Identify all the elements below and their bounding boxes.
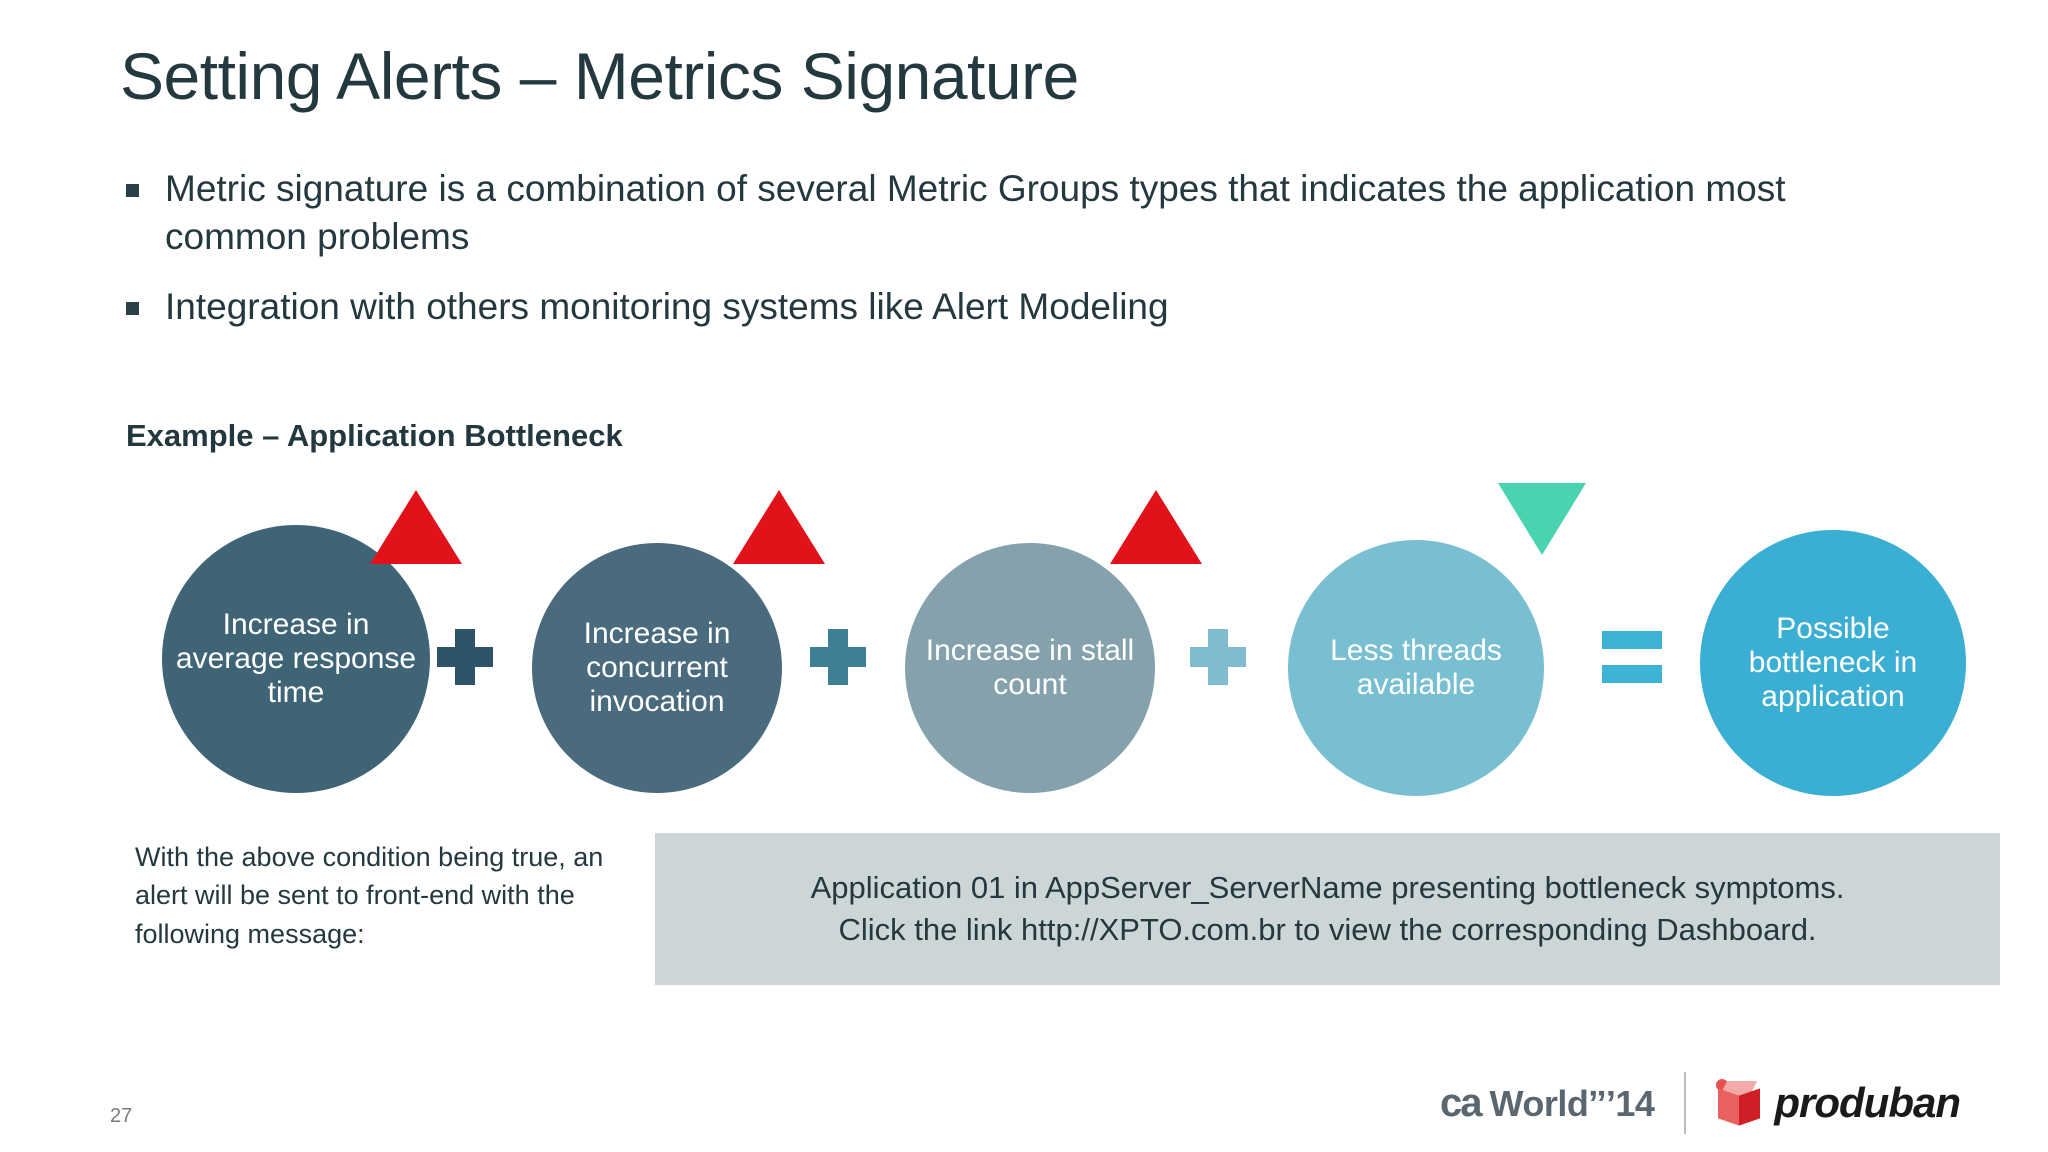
diagram-node-stall-count: Increase in stall count	[905, 543, 1155, 793]
diagram-node-label: Increase in concurrent invocation	[583, 616, 731, 719]
produban-wordmark: produban	[1774, 1079, 1961, 1126]
bullet-text: Metric signature is a combination of sev…	[165, 168, 1786, 258]
alert-message-line-2: Click the link http://XPTO.com.br to vie…	[838, 912, 1817, 947]
produban-logo: produban	[1716, 1079, 1961, 1127]
example-heading: Example – Application Bottleneck	[126, 418, 623, 453]
diagram-node-label: Increase in average response time	[175, 607, 417, 710]
produban-cube-icon	[1716, 1079, 1762, 1127]
operator-plus-3	[1190, 629, 1246, 685]
increase-indicator-icon	[733, 490, 825, 564]
list-item: Integration with others monitoring syste…	[126, 283, 1916, 331]
page-title: Setting Alerts – Metrics Signature	[120, 39, 1079, 113]
operator-plus-2	[810, 629, 866, 685]
alert-message-box: Application 01 in AppServer_ServerName p…	[655, 833, 2000, 985]
diagram-node-label: Less threads available	[1330, 633, 1502, 701]
alert-note-text: With the above condition being true, an …	[135, 842, 604, 949]
bullet-marker-icon	[126, 302, 139, 316]
list-item: Metric signature is a combination of sev…	[126, 165, 1916, 261]
ca-logo-mark: ca	[1440, 1080, 1482, 1125]
ca-world-text: Worldˮ’14	[1489, 1082, 1655, 1124]
alert-message-content: Application 01 in AppServer_ServerName p…	[785, 867, 1871, 950]
diagram-node-label: Possible bottleneck in application	[1748, 611, 1918, 714]
increase-indicator-icon	[370, 490, 462, 564]
diagram-node-less-threads: Less threads available	[1288, 540, 1544, 796]
page-number: 27	[110, 1105, 133, 1127]
bullet-marker-icon	[126, 184, 139, 197]
footer-divider	[1684, 1072, 1687, 1134]
bottleneck-diagram: Increase in average response time Increa…	[0, 483, 2048, 796]
bullet-list: Metric signature is a combination of sev…	[126, 165, 1916, 353]
increase-indicator-icon	[1110, 490, 1202, 564]
diagram-node-response-time: Increase in average response time	[162, 525, 430, 793]
diagram-node-concurrent-invocation: Increase in concurrent invocation	[532, 543, 782, 793]
footer-logos: ca Worldˮ’14 produban	[1440, 1068, 1961, 1138]
alert-message-line-1: Application 01 in AppServer_ServerName p…	[810, 870, 1845, 906]
ca-world-logo: ca Worldˮ’14	[1440, 1080, 1655, 1126]
bullet-text: Integration with others monitoring syste…	[165, 286, 1169, 328]
operator-equals	[1602, 631, 1662, 683]
decrease-indicator-icon	[1498, 483, 1586, 555]
diagram-node-label: Increase in stall count	[925, 633, 1135, 701]
operator-plus-1	[437, 629, 493, 685]
diagram-node-possible-bottleneck: Possible bottleneck in application	[1700, 530, 1966, 796]
